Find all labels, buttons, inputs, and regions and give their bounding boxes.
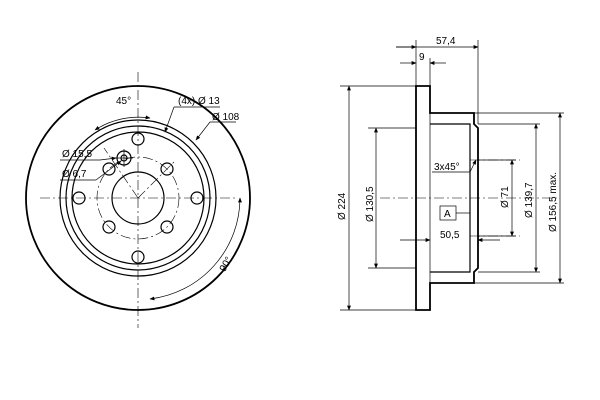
angle-45-label: 45° (116, 96, 131, 107)
angle-90-arc (149, 197, 242, 301)
bolt-hole-1 (160, 162, 174, 176)
datum-label: A (444, 209, 451, 220)
bolt-hole-2 (102, 162, 116, 176)
width-total-label: 57,4 (436, 36, 456, 47)
dia-139-7-label: Ø 139,7 (524, 182, 535, 218)
dia-15-5-label: Ø 15,5 (62, 149, 92, 160)
chamfer-label: 3x45° (434, 162, 460, 173)
pcd-label: Ø 108 (212, 112, 240, 123)
front-view: 45° (4x) Ø 13 Ø 108 Ø 15,5 Ø 6,7 90° (25, 72, 251, 328)
hat-depth-label: 50,5 (440, 230, 460, 241)
disc-outer-edge (25, 85, 251, 311)
dia-224-label: Ø 224 (337, 192, 348, 220)
thickness-label: 9 (419, 52, 425, 63)
side-view: 57,4 9 Ø 224 Ø 130,5 3x45° A 50,5 Ø 71 (337, 36, 564, 311)
dia-156-5-label: Ø 156,5 max. (548, 172, 559, 232)
angle-45-arc (94, 115, 151, 131)
bolt-hole-3 (102, 220, 116, 234)
hat-inner-outline (430, 123, 471, 273)
dia-130-5-label: Ø 130,5 (365, 186, 376, 222)
dia-71-label: Ø 71 (500, 186, 511, 208)
holes-label: (4x) Ø 13 (178, 96, 220, 107)
dia-6-7-label: Ø 6,7 (62, 169, 87, 180)
